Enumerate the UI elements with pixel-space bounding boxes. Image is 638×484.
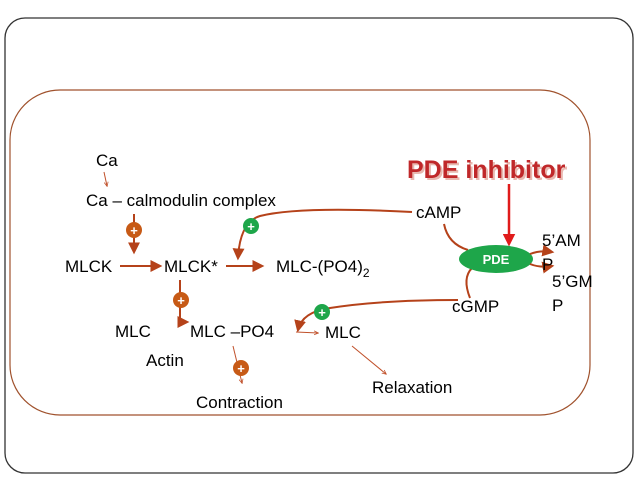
label-5amp-line1: 5’AM (542, 231, 581, 250)
plus-sign: + (247, 219, 255, 234)
pde-ellipse-icon: PDE (459, 245, 533, 273)
plus-circle-orange-icon: + (126, 222, 142, 238)
label-5gmp-line2: P (552, 296, 563, 315)
label-5amp-line2: P (542, 255, 553, 274)
plus-sign: + (237, 361, 245, 376)
arrow-mlc-to-relaxation (351, 345, 386, 374)
label-pde: PDE (483, 252, 510, 267)
label-ca: Ca (96, 151, 118, 170)
title: PDE inhibitor (407, 156, 566, 184)
title-shadow: PDE inhibitor (409, 158, 568, 186)
label-mlck: MLCK (65, 257, 113, 276)
label-ca-calmodulin: Ca – calmodulin complex (86, 191, 276, 210)
label-cgmp: cGMP (452, 297, 499, 316)
label-mlc-po4-2: MLC-(PO4)2 (276, 257, 370, 280)
plus-circle-orange-icon: + (173, 292, 189, 308)
arrow-mlc-po4-to-mlc (295, 332, 318, 333)
label-contraction: Contraction (196, 393, 283, 412)
plus-circle-green-icon: + (243, 218, 259, 234)
plus-circle-orange-icon: + (233, 360, 249, 376)
arrow-pde-to-5amp (529, 244, 555, 257)
arrow-pde-to-5gmp (529, 261, 555, 274)
label-mlck-star: MLCK* (164, 257, 218, 276)
label-mlc: MLC (115, 322, 151, 341)
plus-circle-green-icon: + (314, 304, 330, 320)
slide-frame (4, 17, 634, 474)
arrow-camp-inhibits-mlck (232, 208, 413, 261)
arrow-cgmp-to-mlc-po4 (294, 299, 459, 333)
plus-sign: + (318, 305, 326, 320)
label-mlc-po4: MLC –PO4 (190, 322, 274, 341)
label-camp: cAMP (416, 203, 461, 222)
label-actin: Actin (146, 351, 184, 370)
arrow-cgmp-to-pde (465, 267, 473, 299)
arrow-ca-to-complex (103, 171, 107, 186)
arrow-camp-to-pde (443, 223, 469, 251)
plus-sign: + (177, 293, 185, 308)
cell-boundary (9, 89, 591, 416)
plus-sign: + (130, 223, 138, 238)
label-5gmp-line1: 5’GM (552, 272, 593, 291)
label-relaxation: Relaxation (372, 378, 452, 397)
label-mlc-right: MLC (325, 323, 361, 342)
